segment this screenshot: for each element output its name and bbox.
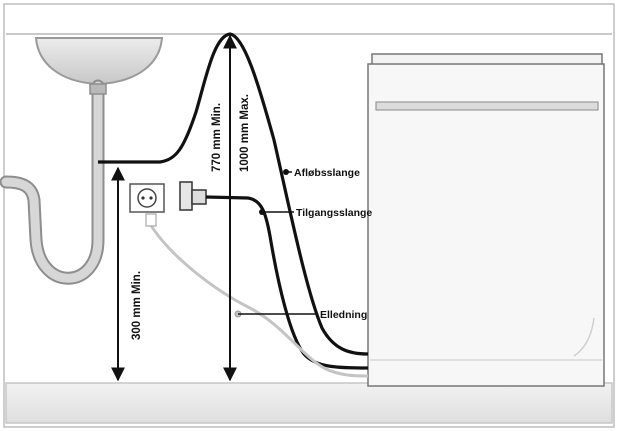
power-cord <box>148 223 369 378</box>
dimension-label-300: 300 mm Min. <box>131 271 143 340</box>
water-tap-nut <box>191 189 207 205</box>
water-tap <box>179 181 193 211</box>
drain-hose <box>98 32 369 356</box>
dishwasher-body <box>367 63 605 387</box>
drain-hose-label: Afløbsslange <box>294 167 360 179</box>
socket-pin-hole <box>149 196 153 200</box>
power-cord-label: Elledning <box>320 309 367 321</box>
dimension-label-770: 770 mm Min. <box>211 103 223 172</box>
floor <box>5 382 613 424</box>
socket-pin-hole <box>141 196 145 200</box>
sink-drain-fitting <box>89 83 107 95</box>
power-plug <box>145 213 157 227</box>
dishwasher-reflection <box>573 317 595 357</box>
dishwasher-handle-bar <box>375 101 599 111</box>
supply-hose-label: Tilgangsslange <box>296 207 372 219</box>
wall-socket-face <box>137 188 157 208</box>
dimension-label-1000: 1000 mm Max. <box>239 94 251 172</box>
sink-drain-pipe-inner <box>1 81 103 283</box>
